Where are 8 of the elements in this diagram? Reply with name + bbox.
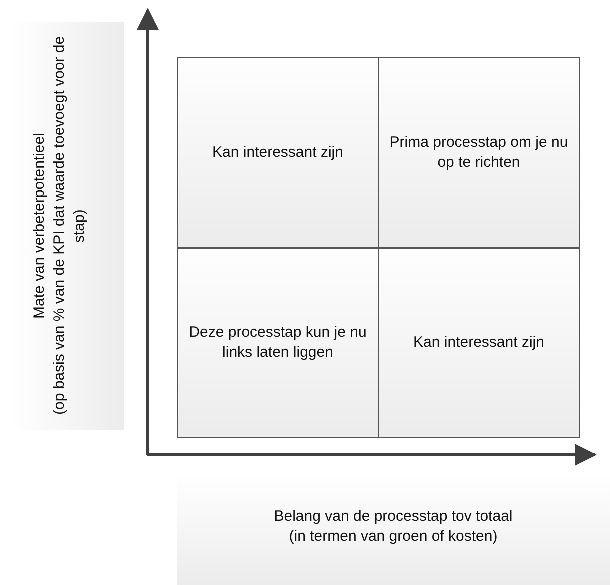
quadrant-cell: Prima processtap om je nu op te richten [378,57,580,248]
quadrant-cell: Kan interessant zijn [177,57,379,248]
axis-subtitle: (op basis van % van de KPI dat waarde toevoegt voor de stap) [50,36,89,416]
quadrant-cell: Deze processtap kun je nu links laten liggen [177,248,379,438]
axis-title: Mate van verbeterpotentieel [30,132,49,321]
axis-subtitle: (in termen van groen of kosten) [288,527,499,547]
quadrant-cell: Kan interessant zijn [378,248,580,438]
axis-title: Belang van de processtap tov totaal [273,507,514,527]
